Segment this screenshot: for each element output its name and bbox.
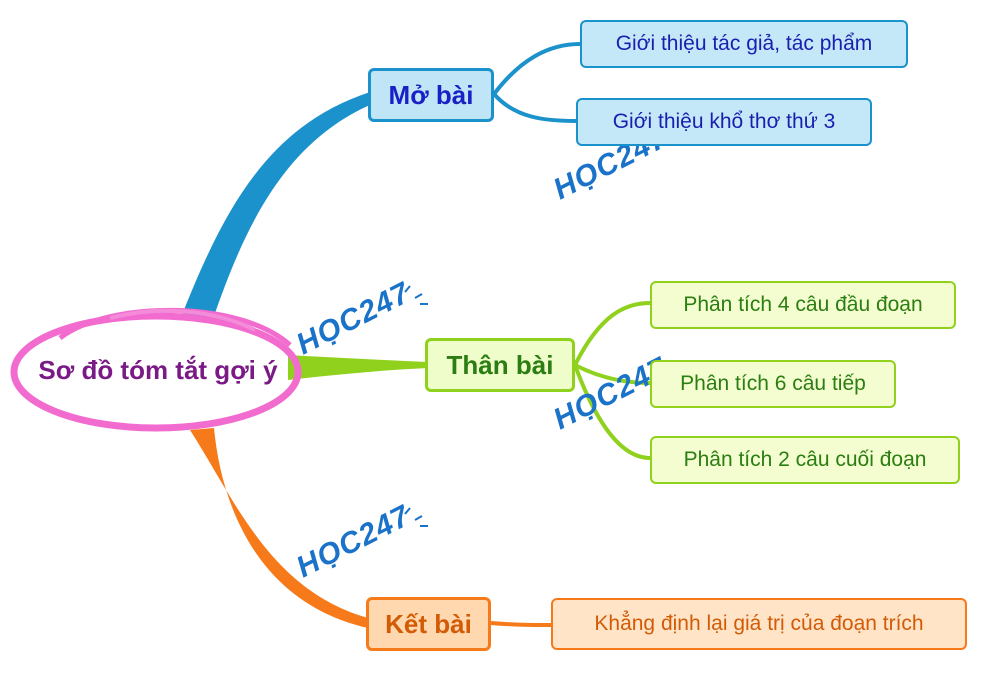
leaf-phan-tich-4-cau[interactable]: Phân tích 4 câu đầu đoạn	[650, 281, 956, 329]
branch-than-bai[interactable]: Thân bài	[425, 338, 575, 392]
leaf-khang-dinh[interactable]: Khẳng định lại giá trị của đoạn trích	[551, 598, 967, 650]
leaf-phan-tich-6-cau[interactable]: Phân tích 6 câu tiếp	[650, 360, 896, 408]
branch-than-bai-label: Thân bài	[446, 349, 554, 380]
branch-mo-bai-label: Mở bài	[388, 79, 474, 110]
branch-mo-bai[interactable]: Mở bài	[368, 68, 494, 122]
center-ring	[10, 307, 302, 432]
leaf-gioi-thieu-kho-tho[interactable]: Giới thiệu khổ thơ thứ 3	[576, 98, 872, 146]
leaf-label: Giới thiệu tác giả, tác phẩm	[615, 32, 873, 55]
connector-gioi-thieu-tac-gia	[492, 42, 581, 96]
center-topic: Sơ đồ tóm tắt gợi ý	[38, 355, 278, 385]
leaf-label: Phân tích 4 câu đầu đoạn	[683, 293, 923, 316]
connector-phan-tich-6	[574, 363, 651, 385]
connector-gioi-thieu-kho-tho	[492, 92, 577, 123]
watermark-bottom: HỌC247	[291, 499, 416, 584]
watermark-text: HỌC247	[291, 276, 416, 361]
connector-phan-tich-4	[573, 301, 651, 366]
leaf-label: Giới thiệu khổ thơ thứ 3	[612, 110, 836, 133]
connector-phan-tich-2	[573, 364, 651, 460]
branch-ket-bai-label: Kết bài	[385, 608, 472, 639]
connector-than-bai	[288, 355, 428, 380]
leaf-label: Khẳng định lại giá trị của đoạn trích	[594, 612, 924, 635]
leaf-gioi-thieu-tac-gia[interactable]: Giới thiệu tác giả, tác phẩm	[580, 20, 908, 68]
leaf-label: Phân tích 2 câu cuối đoạn	[683, 448, 927, 471]
watermark-text: HỌC247	[291, 499, 416, 584]
branch-ket-bai[interactable]: Kết bài	[366, 597, 491, 651]
leaf-phan-tich-2-cau[interactable]: Phân tích 2 câu cuối đoạn	[650, 436, 960, 484]
leaf-label: Phân tích 6 câu tiếp	[680, 372, 866, 395]
watermark-sparks	[404, 285, 428, 527]
connector-ket-bai	[190, 428, 368, 628]
connector-mo-bai	[180, 92, 372, 322]
connector-khang-dinh	[490, 621, 553, 627]
watermark-mid: HỌC247	[291, 276, 416, 361]
